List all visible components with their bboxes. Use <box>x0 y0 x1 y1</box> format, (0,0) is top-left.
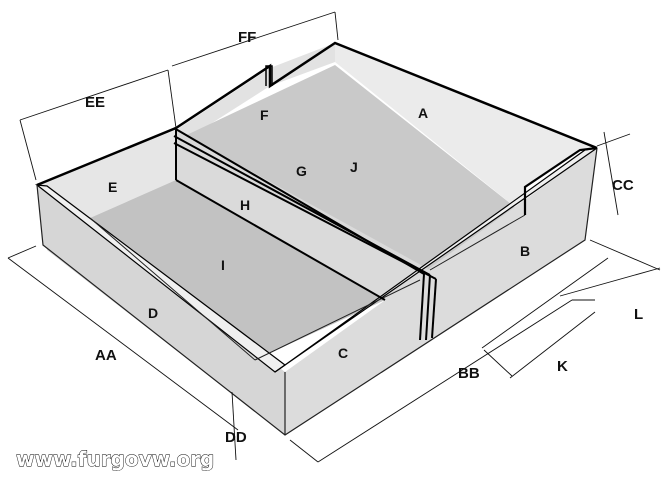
dimension-aa: AA <box>95 347 117 364</box>
dimension-cc: CC <box>612 177 634 194</box>
divider-front-1 <box>419 273 425 341</box>
dimension-ff: FF <box>238 29 256 46</box>
outer-wall-d-face <box>37 185 285 435</box>
floor-right <box>176 65 525 270</box>
label-d: D <box>148 305 158 321</box>
divider-line-2 <box>173 135 431 276</box>
inner-edge-right <box>254 279 421 361</box>
label-f: F <box>260 107 269 123</box>
label-e: E <box>108 179 117 195</box>
label-a: A <box>418 105 428 121</box>
label-c: C <box>338 345 348 361</box>
step-notch-ff <box>265 65 273 86</box>
label-h: H <box>240 197 250 213</box>
divider-front-2 <box>425 274 431 341</box>
floor-left <box>90 180 385 360</box>
label-i: I <box>221 257 225 273</box>
dimension-dd: DD <box>225 429 247 446</box>
label-g: G <box>296 163 307 179</box>
wall-top-left <box>36 41 598 187</box>
divider-line-3 <box>173 142 437 280</box>
dimension-ee: EE <box>85 94 105 111</box>
dimension-bb: BB <box>458 365 480 382</box>
label-b: B <box>520 243 530 259</box>
dimension-lines <box>7 11 661 463</box>
inner-edge-left <box>89 217 256 361</box>
inner-wall-e <box>37 130 176 218</box>
dimension-l: L <box>634 306 643 323</box>
inner-wall-a <box>335 43 597 215</box>
step-notch <box>523 146 598 215</box>
label-j: J <box>350 159 358 175</box>
outer-wall-bc <box>285 148 597 435</box>
inner-edge-back <box>429 214 526 271</box>
dimension-k: K <box>557 358 568 375</box>
divider-front-3 <box>431 278 437 339</box>
watermark: www.furgovw.org <box>16 447 214 471</box>
divider-bottom <box>175 179 386 301</box>
